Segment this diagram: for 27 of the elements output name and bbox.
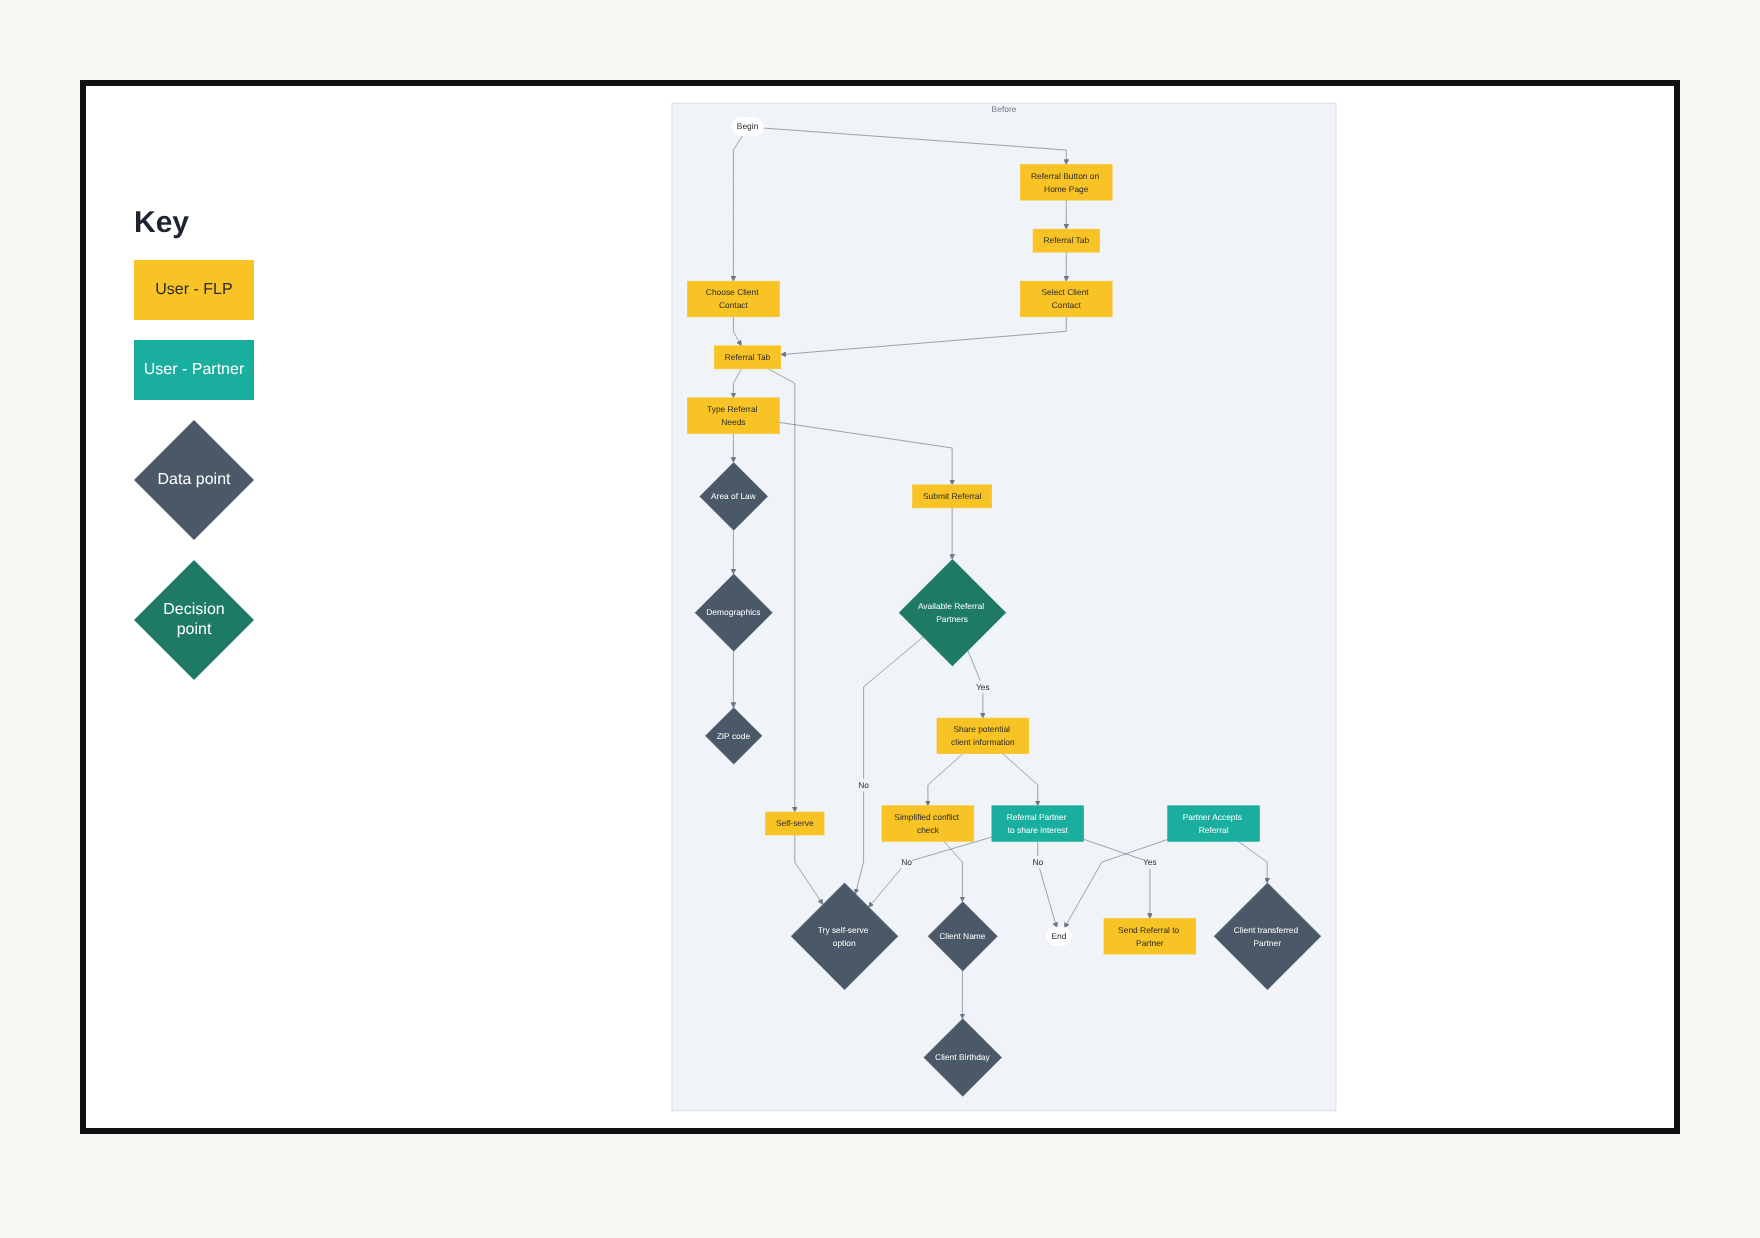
node-box bbox=[881, 805, 975, 842]
node-box bbox=[936, 717, 1030, 754]
legend-text: Data point bbox=[157, 470, 231, 490]
legend-text: User - Partner bbox=[143, 360, 245, 380]
node-diamond bbox=[699, 462, 768, 531]
node-box bbox=[1103, 918, 1197, 955]
node-box bbox=[687, 397, 780, 434]
node-box bbox=[1032, 228, 1100, 253]
node-box bbox=[1167, 805, 1260, 842]
node-diamond bbox=[923, 1018, 1002, 1097]
node-box bbox=[765, 811, 825, 836]
node-box bbox=[687, 280, 780, 318]
node-box bbox=[1020, 280, 1113, 318]
node-diamond bbox=[898, 559, 1007, 667]
node-box bbox=[991, 805, 1084, 842]
cluster bbox=[671, 102, 1337, 1112]
legend-text: Decision point bbox=[161, 600, 227, 640]
node-box bbox=[912, 484, 992, 509]
node-box bbox=[714, 345, 782, 370]
node-box bbox=[1020, 164, 1113, 201]
node-diamond bbox=[790, 882, 899, 990]
legend-heading: Key bbox=[134, 206, 190, 240]
node-diamond bbox=[705, 707, 763, 765]
node-diamond bbox=[1213, 882, 1322, 990]
node-diamond bbox=[927, 901, 998, 972]
legend-text: User - FLP bbox=[155, 280, 233, 300]
node-diamond bbox=[694, 573, 773, 652]
